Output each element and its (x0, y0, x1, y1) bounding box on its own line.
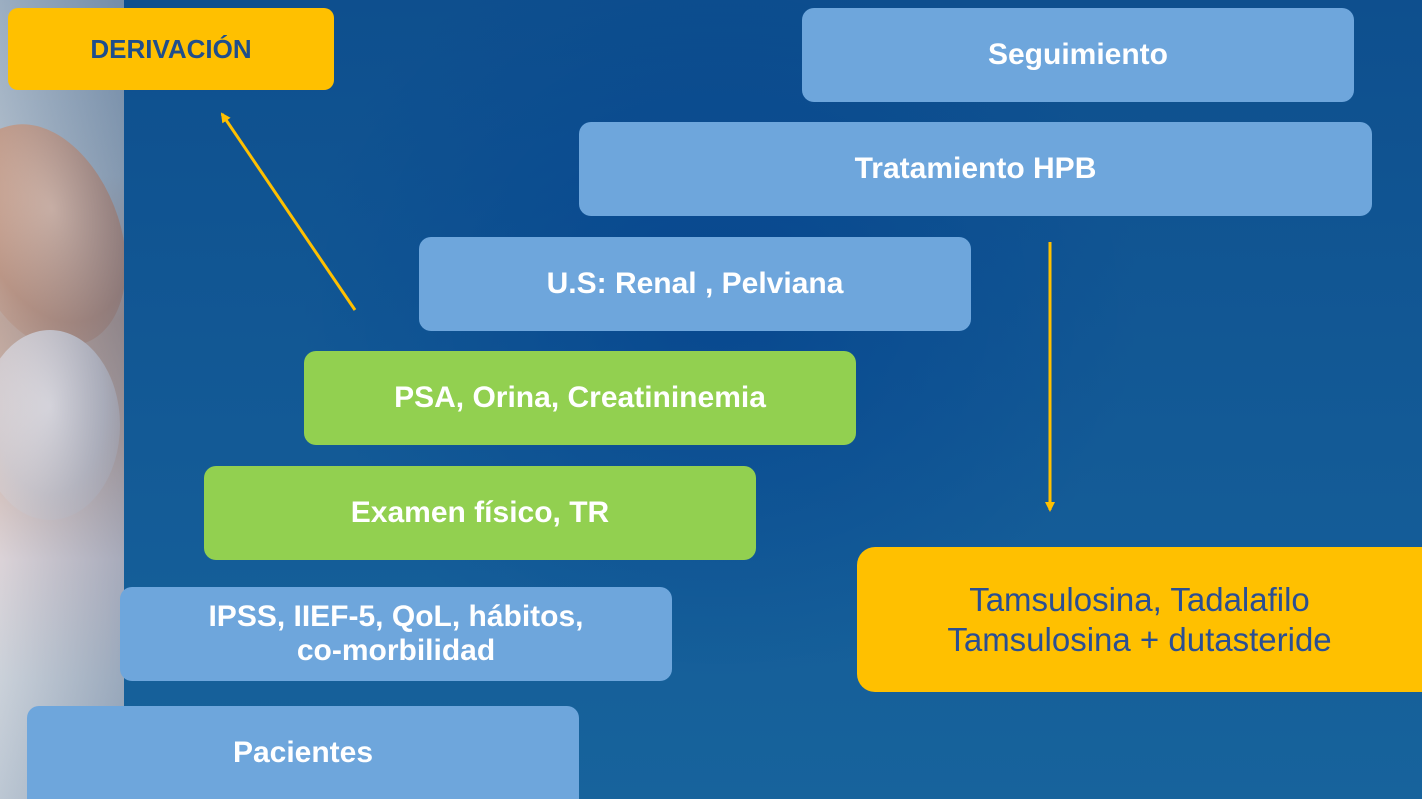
step-ipss-line2: co-morbilidad (296, 634, 496, 667)
step-us-label: U.S: Renal , Pelviana (546, 267, 844, 300)
step-ultrasound: U.S: Renal , Pelviana (419, 237, 971, 331)
step-psa: PSA, Orina, Creatininemia (304, 351, 856, 445)
step-pacientes-label: Pacientes (232, 735, 374, 769)
step-examen-fisico: Examen físico, TR (204, 466, 756, 560)
photo-face (0, 330, 120, 520)
step-ipss: IPSS, IIEF-5, QoL, hábitos, co-morbilida… (120, 587, 672, 681)
arrow-to-derivacion (220, 112, 357, 311)
step-ipss-line1: IPSS, IIEF-5, QoL, hábitos, (208, 600, 584, 633)
treatment-line1: Tamsulosina, Tadalafilo (969, 580, 1310, 618)
treatment-text: Tamsulosina, Tadalafilo Tamsulosina + du… (947, 580, 1331, 660)
step-tratamiento-hpb: Tratamiento HPB (579, 122, 1372, 216)
step-psa-label: PSA, Orina, Creatininemia (394, 381, 766, 414)
derivacion-box: DERIVACIÓN (8, 8, 334, 90)
background-photo (0, 0, 124, 799)
step-examen-label: Examen físico, TR (350, 496, 610, 529)
step-seguimiento-label: Seguimiento (987, 38, 1168, 71)
step-pacientes: Pacientes (27, 706, 579, 799)
treatment-box: Tamsulosina, Tadalafilo Tamsulosina + du… (857, 547, 1422, 692)
derivacion-label: DERIVACIÓN (90, 34, 252, 64)
step-ipss-text: IPSS, IIEF-5, QoL, hábitos, co-morbilida… (208, 600, 583, 668)
step-tratamiento-label: Tratamiento HPB (854, 152, 1097, 185)
photo-shade (0, 0, 124, 799)
step-seguimiento: Seguimiento (802, 8, 1354, 102)
treatment-line2: Tamsulosina + dutasteride (947, 620, 1332, 658)
